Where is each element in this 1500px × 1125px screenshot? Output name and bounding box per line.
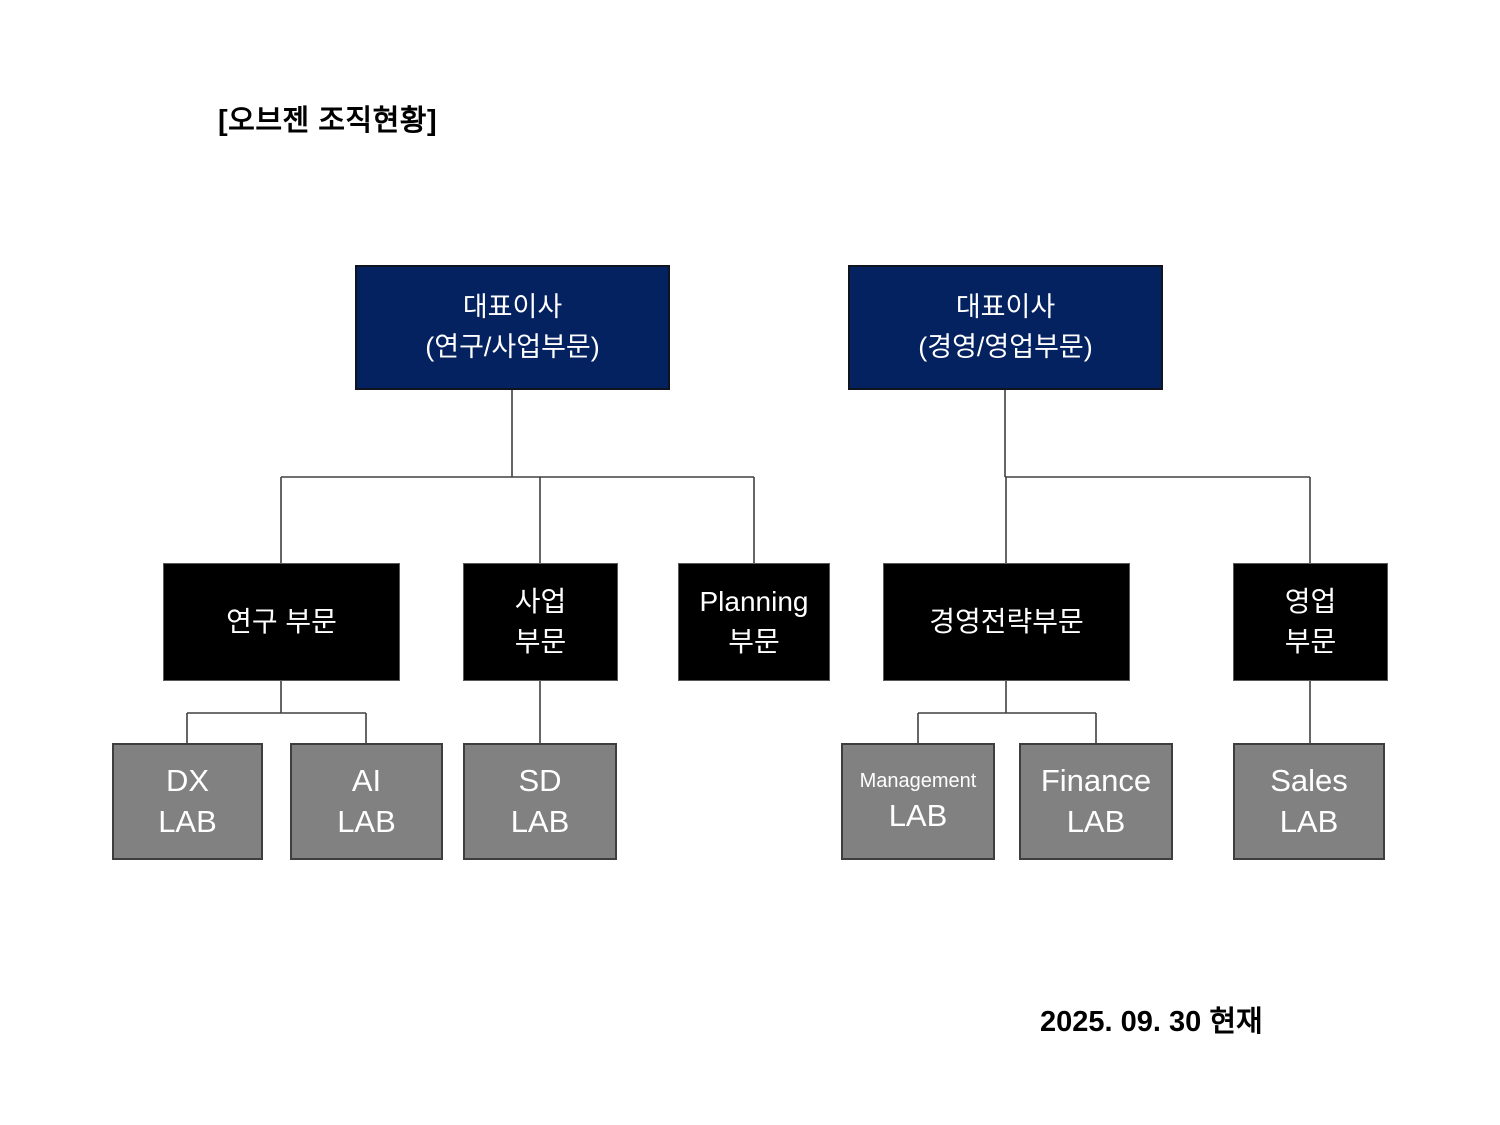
node-label: LAB	[510, 803, 570, 839]
node-ceo-management-sales: 대표이사 (경영/영업부문)	[848, 265, 1163, 390]
node-label: 대표이사	[955, 292, 1056, 323]
node-management-lab: Management LAB	[841, 743, 995, 860]
node-label: 경영전략부문	[929, 606, 1084, 638]
node-ceo-research-business: 대표이사 (연구/사업부문)	[355, 265, 670, 390]
node-label: Finance	[1040, 762, 1152, 798]
node-label: (연구/사업부문)	[425, 331, 600, 362]
node-management-strategy-division: 경영전략부문	[883, 563, 1130, 681]
node-label: 사업	[514, 586, 567, 618]
node-label: 영업	[1284, 586, 1337, 618]
node-business-division: 사업 부문	[463, 563, 618, 681]
node-label: LAB	[1279, 803, 1339, 839]
node-label: 부문	[514, 626, 567, 657]
node-dx-lab: DX LAB	[112, 743, 263, 860]
node-sales-lab: Sales LAB	[1233, 743, 1385, 860]
node-label: 부문	[1284, 626, 1337, 657]
node-label: AI	[351, 762, 382, 798]
node-ai-lab: AI LAB	[290, 743, 443, 860]
node-finance-lab: Finance LAB	[1019, 743, 1173, 860]
node-label: SD	[518, 762, 562, 798]
node-label: 부문	[728, 626, 780, 657]
node-research-division: 연구 부문	[163, 563, 400, 681]
node-label: LAB	[158, 803, 217, 839]
node-sd-lab: SD LAB	[463, 743, 617, 860]
node-label: Planning	[699, 586, 809, 618]
node-label: LAB	[1066, 803, 1126, 839]
node-label: DX	[165, 762, 210, 798]
node-label: Management	[859, 770, 977, 793]
node-label: Sales	[1270, 762, 1348, 798]
node-sales-division: 영업 부문	[1233, 563, 1388, 681]
node-label: LAB	[337, 803, 396, 839]
node-label: 대표이사	[462, 292, 563, 323]
node-label: LAB	[888, 798, 948, 834]
node-planning-division: Planning 부문	[678, 563, 830, 681]
as-of-date: 2025. 09. 30 현재	[1040, 1006, 1263, 1038]
page-title: [오브젠 조직현황]	[218, 105, 438, 137]
node-label: (경영/영업부문)	[918, 331, 1093, 362]
node-label: 연구 부문	[226, 606, 337, 638]
